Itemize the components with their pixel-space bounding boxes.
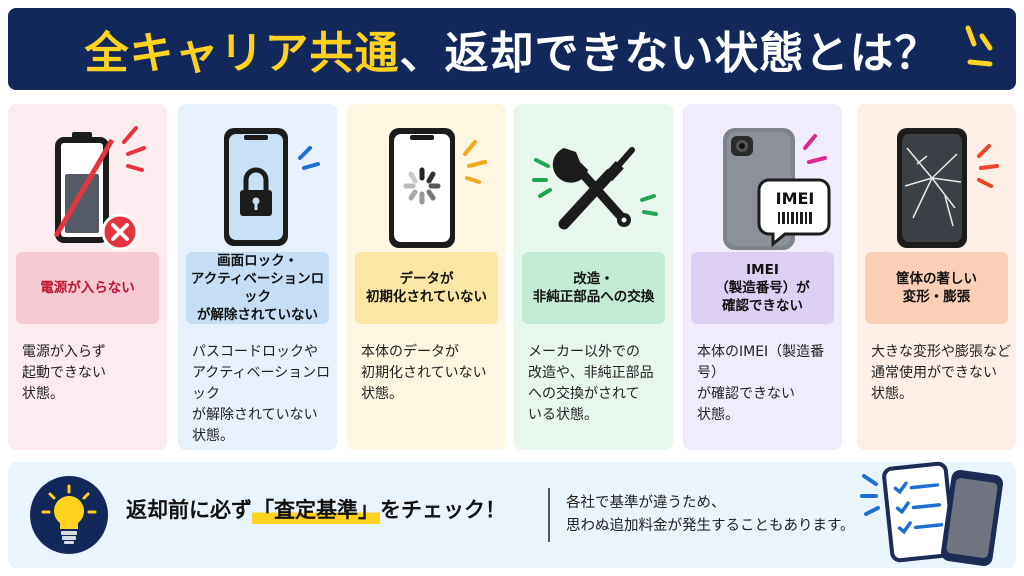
card-label: 筐体の著しい 変形・膨張 [865,252,1008,324]
message-suffix: をチェック！ [380,498,506,522]
card-data-not-reset: データが 初期化されていない 本体のデータが 初期化されていない 状態。 [347,104,506,450]
card-description: 本体のデータが 初期化されていない 状態。 [361,344,487,402]
message-prefix: 返却前に必ず [126,498,252,522]
lightbulb-icon [30,476,108,554]
card-description: メーカー以外での 改造や、非純正部品 への交換がされて いる状態。 [528,344,654,423]
card-description: パスコードロックや アクティベーションロック が解除されていない 状態。 [192,344,331,444]
divider [548,488,550,542]
card-imei: IMEI IMEI （製造番号）が 確認できない 本体のIMEI（製造番号） が… [683,104,842,450]
additional-fee-note: 各社で基準が違うため、 思わぬ追加料金が発生することもあります。 [566,495,855,535]
wrench-screwdriver-icon [532,147,658,230]
card-deformation: 筐体の著しい 変形・膨張 大きな変形や膨張など 通常使用ができない 状態。 [857,104,1016,450]
title-highlight: 全キャリア共通 [84,28,400,79]
message-highlight: 「査定基準」 [252,494,380,524]
imei-speech-bubble-icon: IMEI [723,128,831,250]
card-screen-lock: 画面ロック・ アクティベーションロック が解除されていない パスコードロックや … [178,104,337,450]
card-description: 本体のIMEI（製造番号） が確認できない 状態。 [697,344,825,423]
card-description: 電源が入らず 起動できない 状態。 [22,344,106,402]
card-label: 画面ロック・ アクティベーションロック が解除されていない [186,252,329,324]
spark-icon [965,25,993,67]
page-title: 全キャリア共通、返却できない状態とは？ [85,17,940,81]
card-label: データが 初期化されていない [355,252,498,324]
cracked-screen-icon [897,128,999,248]
svg-text:IMEI: IMEI [776,189,815,208]
title-banner: 全キャリア共通、返却できない状態とは？ [8,8,1016,90]
card-description: 大きな変形や膨張など 通常使用ができない 状態。 [871,344,1011,402]
title-rest: 、返却できない状態とは？ [399,28,940,79]
smartphone-icon [941,469,1003,567]
card-label: 改造・ 非純正部品への交換 [522,252,665,324]
checklist-icon [860,461,1003,567]
card-label: 電源が入らない [16,252,159,324]
condition-cards: 電源が入らない 電源が入らず 起動できない 状態。 画面ロック・ アクティベーシ… [8,104,1016,450]
error-x-icon [101,213,139,250]
bottom-banner: 返却前に必ず「査定基準」をチェック！ 各社で基準が違うため、 思わぬ追加料金が発… [8,461,1016,568]
phone-lock-icon [224,128,320,246]
check-criteria-message: 返却前に必ず「査定基準」をチェック！ [126,494,506,524]
card-no-power: 電源が入らない 電源が入らず 起動できない 状態。 [8,104,167,450]
card-modification: 改造・ 非純正部品への交換 メーカー以外での 改造や、非純正部品 への交換がされ… [514,104,673,450]
card-label: IMEI （製造番号）が 確認できない [691,252,834,324]
loading-spinner-icon [389,128,487,248]
battery-empty-icon [53,126,146,250]
